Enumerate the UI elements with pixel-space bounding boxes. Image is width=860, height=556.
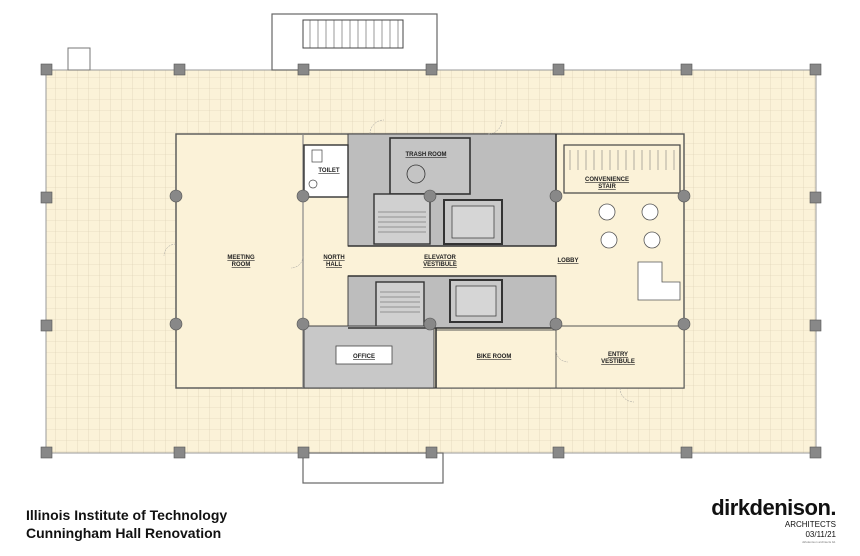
brand-fine-print: dirkdenison architects ltd. xyxy=(802,540,836,544)
door-swings xyxy=(163,119,635,403)
toilet-room xyxy=(303,144,349,198)
office-room xyxy=(303,325,435,389)
trash-bin-icon xyxy=(406,164,426,184)
label-trash-room: TRASH ROOM xyxy=(406,152,447,158)
label-toilet: TOILET xyxy=(318,168,340,174)
office-table xyxy=(335,345,393,365)
label-elevator-vestibule-2: VESTIBULE xyxy=(423,262,457,268)
label-entry-vestibule-1: ENTRY xyxy=(608,352,628,358)
entry-vestibule xyxy=(555,325,685,389)
project-title-line1: Illinois Institute of Technology xyxy=(26,507,228,523)
stair-lower-treads xyxy=(380,291,420,313)
label-elevator-vestibule-1: ELEVATOR xyxy=(424,255,456,261)
toilet-fixture xyxy=(311,149,323,163)
stair-upper-treads xyxy=(378,211,426,233)
columns xyxy=(40,63,822,459)
elevator-lower-cab xyxy=(455,285,497,317)
north-stair xyxy=(302,19,404,49)
brand-subtitle: ARCHITECTS xyxy=(784,520,836,529)
trash-room xyxy=(389,137,471,195)
label-north-hall-1: NORTH xyxy=(323,255,344,261)
lobby-furniture xyxy=(598,203,661,249)
label-lobby: LOBBY xyxy=(558,258,579,264)
reception-desk xyxy=(637,261,681,301)
north-stair-treads xyxy=(309,20,399,48)
north-planter xyxy=(67,47,91,71)
project-title-block: Illinois Institute of Technology Cunning… xyxy=(26,506,227,542)
architect-brand: dirkdenison. ARCHITECTS 03/11/21 dirkden… xyxy=(711,495,836,545)
project-title-line2: Cunningham Hall Renovation xyxy=(26,525,222,541)
label-convenience-stair-2: STAIR xyxy=(598,184,616,190)
convenience-stair-treads xyxy=(569,150,675,170)
sink-fixture xyxy=(308,179,318,189)
south-balcony xyxy=(302,452,444,484)
label-office: OFFICE xyxy=(353,354,375,360)
elevator-upper-cab xyxy=(451,205,495,239)
label-convenience-stair-1: CONVENIENCE xyxy=(585,177,629,183)
label-meeting-room-2: ROOM xyxy=(232,262,251,268)
convenience-stair xyxy=(563,144,681,194)
label-entry-vestibule-2: VESTIBULE xyxy=(601,359,635,365)
stair-lower xyxy=(375,281,425,329)
drawing-date: 03/11/21 xyxy=(805,530,836,539)
label-meeting-room-1: MEETING xyxy=(227,255,255,261)
brand-logo: dirkdenison. xyxy=(711,495,836,520)
label-bike-room: BIKE ROOM xyxy=(477,354,512,360)
label-north-hall-2: HALL xyxy=(326,262,342,268)
stair-upper xyxy=(373,193,431,245)
